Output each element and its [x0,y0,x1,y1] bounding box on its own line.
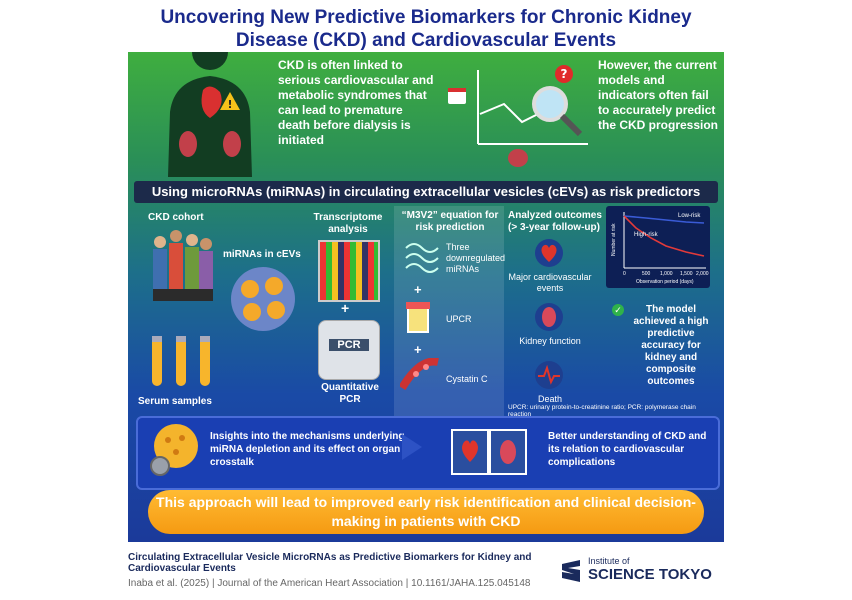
km-line-high-risk [623,215,705,257]
km-ylabel: Number at risk [611,223,617,256]
puzzle-heart-kidney-icon [451,429,527,475]
km-tick-0: 0 [623,271,626,277]
km-tick-1500: 1,500 [680,271,693,277]
km-tick-2000: 2,000 [696,271,709,277]
equation-title: “M3V2” equation for risk prediction [401,210,499,233]
kidney-icon [535,303,563,331]
km-legend-low: Low-risk [678,213,701,219]
equation-item-upcr: UPCR [446,314,472,324]
km-tick-1000: 1,000 [660,271,673,277]
vesicle-gear-icon [150,424,198,476]
plus-sign-3: + [414,342,422,357]
insights-text: Insights into the mechanisms underlying … [210,431,405,468]
page-title: Uncovering New Predictive Biomarkers for… [160,7,692,51]
mirna-strands-icon [405,243,439,273]
method-band: Using microRNAs (miRNAs) in circulating … [134,181,718,203]
vesicles-illustration [231,267,295,331]
plus-sign-2: + [414,282,422,297]
citation-title: Circulating Extracellular Vesicle MicroR… [128,552,532,574]
intro-right-text: However, the current models and indicato… [598,58,719,132]
check-icon: ✓ [612,304,624,316]
km-chart: Low-risk High-risk 0 500 1,000 1,500 2,0… [611,212,709,285]
mirna-label: miRNAs in cEVs [223,249,301,260]
arrow-icon [402,434,422,460]
pcr-device-label: PCR [329,339,369,351]
km-xlabel: Observation period (days) [636,279,694,285]
conclusion-banner: This approach will lead to improved earl… [148,490,704,534]
outcomes-title: Analyzed outcomes (> 3-year follow-up) [508,210,602,233]
pcr-device: PCR [318,320,380,380]
logo-big-text: SCIENCE TOKYO [588,566,712,583]
pcr-label: Quantitative PCR [321,382,379,405]
ecg-icon [535,361,563,389]
cohort-label: CKD cohort [148,212,204,223]
citation: Circulating Extracellular Vesicle MicroR… [128,552,548,589]
heart-icon [535,239,563,267]
equation-item-mirnas: Three downregulated miRNAs [446,242,506,274]
implications-box [136,416,720,490]
trend-magnifier-illustration: ? [448,65,588,167]
microarray-grid [318,240,380,302]
logo-small-text: Institute of [588,556,630,566]
km-line-low-risk [623,215,705,224]
result-text: The model achieved a high predictive acc… [633,304,709,387]
serum-tubes-illustration [152,336,210,386]
intro-left-text: CKD is often linked to serious cardiovas… [278,58,434,147]
outcome-cardiovascular: Major cardiovascular events [508,272,592,293]
svg-text:?: ? [561,67,568,81]
plus-sign-1: + [341,300,350,316]
blood-vessel-icon [400,358,439,391]
svg-text:!: ! [227,98,232,111]
human-torso-illustration: ! [168,52,252,177]
infographic-poster: ! CKD is often linked to serious cardiov… [128,52,724,542]
people-cohort-illustration [153,230,213,301]
urine-cup-icon [406,302,430,333]
abbrev-text: UPCR: urinary protein-to-creatinine rati… [508,404,696,418]
transcriptome-label: Transcriptome analysis [313,212,383,235]
serum-label: Serum samples [138,396,212,407]
equation-item-cystatin: Cystatin C [446,374,488,384]
km-chart-panel: Low-risk High-risk 0 500 1,000 1,500 2,0… [606,206,710,288]
km-legend-high: High-risk [634,232,659,238]
citation-ref: Inaba et al. (2025) | Journal of the Ame… [128,578,531,589]
outcome-kidney: Kidney function [519,336,581,346]
outcome-death: Death [537,394,563,404]
km-tick-500: 500 [642,271,651,277]
logo-mark-icon [562,560,580,582]
understanding-text: Better understanding of CKD and its rela… [548,431,707,468]
